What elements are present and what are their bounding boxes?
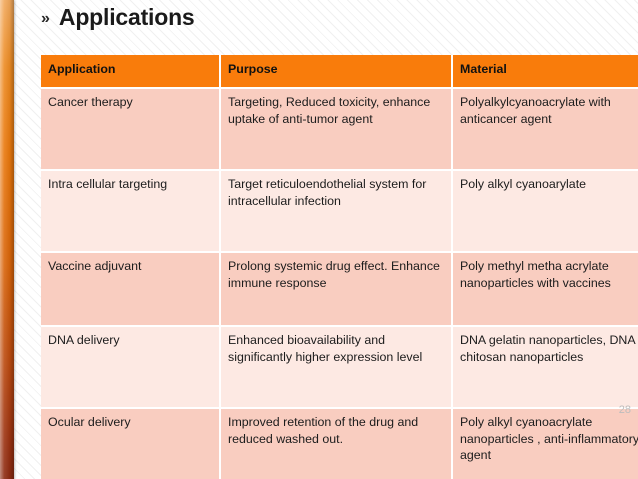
cell-application: Cancer therapy (41, 88, 221, 171)
double-chevron-icon: » (41, 10, 50, 27)
cell-material: Poly alkyl cyanoacrylate nanoparticles ,… (452, 408, 638, 479)
column-header-material: Material (452, 55, 638, 89)
table-body: Cancer therapy Targeting, Reduced toxici… (41, 88, 638, 479)
page-title: Applications (58, 4, 195, 30)
table-header: Application Purpose Material (41, 55, 638, 89)
table-row: Vaccine adjuvant Prolong systemic drug e… (41, 252, 638, 327)
cell-purpose: Prolong systemic drug effect. Enhance im… (220, 252, 453, 327)
table-header-row: Application Purpose Material (41, 55, 638, 89)
table-row: DNA delivery Enhanced bioavailability an… (41, 326, 638, 409)
left-accent-bar-shading (0, 0, 14, 479)
applications-table: Application Purpose Material Cancer ther… (41, 55, 638, 479)
column-header-application: Application (41, 55, 221, 89)
table-row: Ocular delivery Improved retention of th… (41, 408, 638, 479)
slide-page-number: 28 (618, 404, 631, 416)
table-row: Intra cellular targeting Target reticulo… (41, 170, 638, 253)
cell-application: Ocular delivery (41, 408, 221, 479)
page-title-row: » Applications (41, 4, 195, 30)
left-accent-bar (0, 0, 14, 479)
cell-purpose: Improved retention of the drug and reduc… (220, 408, 453, 479)
table-row: Cancer therapy Targeting, Reduced toxici… (41, 88, 638, 171)
cell-purpose: Enhanced bioavailability and significant… (220, 326, 453, 409)
cell-application: Vaccine adjuvant (41, 252, 221, 327)
cell-material: DNA gelatin nanoparticles, DNA chitosan … (452, 326, 638, 409)
cell-purpose: Target reticuloendothelial system for in… (220, 170, 453, 253)
column-header-purpose: Purpose (220, 55, 453, 89)
cell-material: Poly methyl metha acrylate nanoparticles… (452, 252, 638, 327)
cell-material: Polyalkylcyanoacrylate with anticancer a… (452, 88, 638, 171)
cell-material: Poly alkyl cyanoarylate (452, 170, 638, 253)
cell-application: DNA delivery (41, 326, 221, 409)
cell-application: Intra cellular targeting (41, 170, 221, 253)
cell-purpose: Targeting, Reduced toxicity, enhance upt… (220, 88, 453, 171)
